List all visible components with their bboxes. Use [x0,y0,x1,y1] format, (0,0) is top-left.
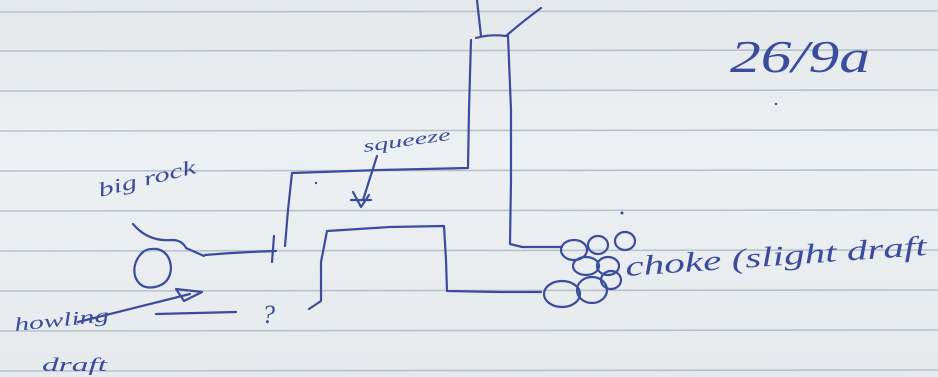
choke-label: choke (slight draft [624,231,929,283]
ruled-line [0,249,938,252]
ruled-lines [0,10,938,372]
passage-step-wall [270,234,276,264]
date-label: 26/9a [730,31,870,82]
ruled-line [0,169,938,172]
ink-speck [314,181,318,185]
choke-boulders-icon [542,230,637,309]
ruled-line [0,209,938,212]
ruled-line [0,49,938,52]
lower-passage-wall [319,224,543,302]
ink-speck [620,211,624,215]
boulder [595,255,621,277]
boulder [613,230,637,252]
draft-arrowhead-icon [174,287,204,303]
draft-arrow [76,292,192,324]
boulder [575,275,609,305]
passage-end-tick [307,299,323,311]
boulder [559,238,589,262]
ruled-line [0,329,938,332]
boulder [542,279,582,309]
draft-label: draft [42,355,108,376]
big-rock-label: big rock [96,156,200,202]
draft-passage-line [154,310,238,316]
ruled-line [0,369,938,372]
question-mark: ? [262,300,275,329]
ink-speck [774,102,778,106]
squeeze-label: squeeze [362,125,453,156]
boulder [586,234,610,256]
shaft-top-right-wall [474,6,543,40]
squeeze-arrow [361,154,379,202]
right-shaft-wall [506,34,564,249]
upper-passage-wall [283,38,473,248]
big-rock-icon [133,247,173,289]
boulder [599,269,623,291]
boulder [571,255,601,277]
ruled-line [0,10,938,13]
shaft-top-left-wall [475,0,483,38]
entrance-passage-wall [203,249,278,257]
ink-specks [314,102,778,215]
passage-walls [203,0,564,311]
big-rock-pointer [131,222,206,258]
